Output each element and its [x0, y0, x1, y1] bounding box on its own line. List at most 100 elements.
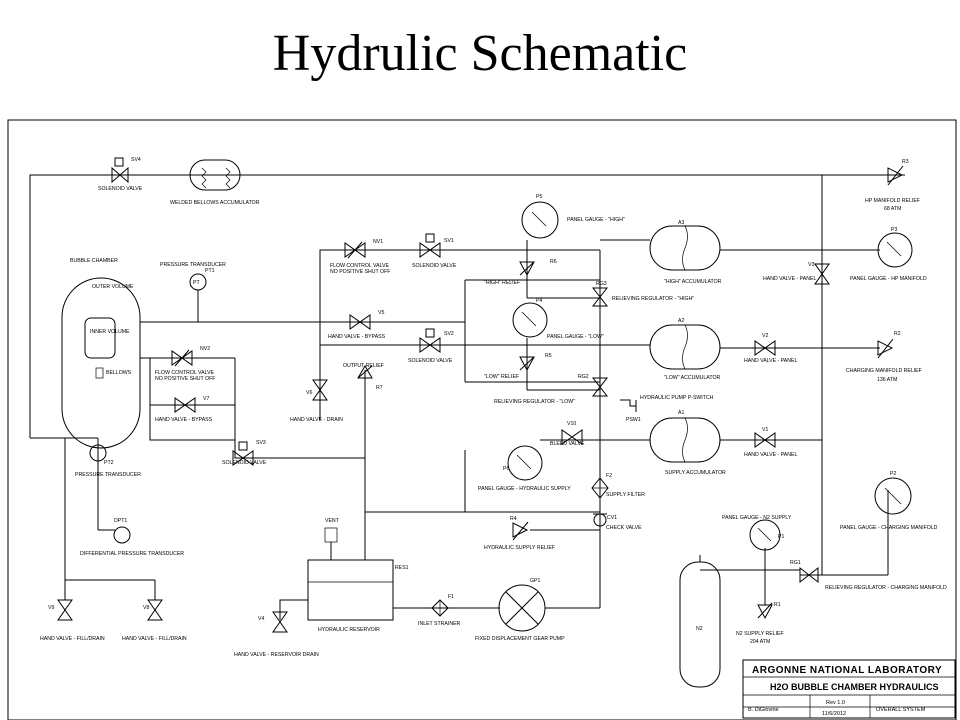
nv2-valve: [171, 349, 193, 367]
label-a1: A1: [678, 410, 684, 416]
label-r4-desc: HYDRAULIC SUPPLY RELIEF: [484, 545, 555, 551]
a3-accumulator: [649, 225, 721, 271]
label-bellows-acc: WELDED BELLOWS ACCUMULATOR: [170, 200, 260, 206]
r3-relief: [887, 165, 904, 186]
v7-valve: [174, 397, 196, 413]
label-sv3: SV3: [256, 440, 266, 446]
sv2-valve: [419, 328, 441, 353]
label-v1: V1: [762, 427, 768, 433]
label-outer-volume: OUTER VOLUME: [92, 284, 134, 290]
a1-accumulator: [649, 417, 721, 463]
label-res1: RES1: [395, 565, 409, 571]
v9-valve: [57, 599, 73, 621]
drawing-border: [7, 119, 957, 720]
r5-relief: [519, 356, 535, 372]
v6-valve: [312, 379, 328, 401]
label-rg1: RG1: [790, 560, 801, 566]
label-low-relief: "LOW" RELIEF: [484, 374, 519, 380]
slide-title: Hydrulic Schematic: [272, 25, 688, 82]
r1-relief: [757, 602, 773, 620]
r2-relief: [877, 338, 894, 359]
r4-relief: [512, 521, 529, 541]
label-vent: VENT: [325, 518, 340, 524]
label-v2-desc: HAND VALVE - PANEL: [744, 358, 797, 364]
sv1-valve: [419, 233, 441, 258]
label-p3: P3: [891, 227, 897, 233]
label-f1: F1: [448, 594, 454, 600]
label-bellows: BELLOWS: [106, 370, 132, 376]
f1-strainer: [431, 599, 449, 617]
label-dpt1: DPT1: [114, 518, 127, 524]
label-res-desc: HYDRAULIC RESERVOIR: [318, 627, 380, 633]
label-p1-desc: PANEL GAUGE - N2 SUPPLY: [722, 515, 792, 521]
p5-gauge: [521, 201, 559, 239]
label-a2: A2: [678, 318, 684, 324]
label-r6: R6: [550, 259, 557, 265]
p2-gauge: [874, 477, 912, 515]
label-a2-desc: "LOW" ACCUMULATOR: [664, 375, 720, 381]
label-sv4-desc: SOLENOID VALVE: [98, 186, 143, 192]
label-v4: V4: [258, 616, 264, 622]
label-v8: V8: [143, 605, 149, 611]
label-p3-desc: PANEL GAUGE - HP MANIFOLD: [850, 276, 927, 282]
label-v4-desc: HAND VALVE - RESERVOIR DRAIN: [234, 652, 319, 658]
n2-cylinder: [679, 555, 721, 688]
label-v1-desc: HAND VALVE - PANEL: [744, 452, 797, 458]
label-r2: R2: [894, 331, 901, 337]
label-psw1-desc: HYDRAULIC PUMP P-SWITCH: [640, 395, 714, 401]
label-a3-desc: "HIGH" ACCUMULATOR: [664, 279, 722, 285]
label-v6-desc: HAND VALVE - DRAIN: [290, 417, 343, 423]
label-rg1-desc: RELIEVING REGULATOR - CHARGING MANIFOLD: [825, 585, 947, 591]
label-nv1-desc1: FLOW CONTROL VALVE: [330, 263, 390, 269]
pt2-gauge: [89, 444, 107, 462]
label-r3: R3: [902, 159, 909, 165]
hydraulic-reservoir: [307, 527, 394, 621]
label-p6-desc: PANEL GAUGE - HYDRAULIC SUPPLY: [478, 486, 571, 492]
label-gp1: GP1: [530, 578, 540, 584]
v2-valve: [754, 340, 776, 356]
tb-rev: Rev 1.0: [826, 700, 845, 706]
label-v10: V10: [567, 421, 576, 427]
bellows-accumulator: [189, 159, 241, 191]
label-r2-desc2: 136 ATM: [877, 377, 897, 383]
label-r1: R1: [774, 602, 781, 608]
label-v8-desc: HAND VALVE - FILL/DRAIN: [122, 636, 187, 642]
label-p2: P2: [890, 471, 896, 477]
label-p4-desc: PANEL GAUGE - "LOW": [547, 334, 604, 340]
label-rg2-desc: RELIEVING REGULATOR - "LOW": [494, 399, 575, 405]
v10-valve: [561, 429, 583, 445]
v5-valve: [349, 314, 371, 330]
f2-filter: [591, 477, 609, 499]
label-sv2: SV2: [444, 331, 454, 337]
v4-valve: [272, 611, 288, 633]
label-sv1-desc: SOLENOID VALVE: [412, 263, 457, 269]
rg3-regulator: [591, 287, 609, 307]
label-r2-desc1: CHARGING MANIFOLD RELIEF: [846, 368, 922, 374]
label-r5: R5: [545, 353, 552, 359]
tb-drawing: H2O BUBBLE CHAMBER HYDRAULICS: [770, 682, 939, 692]
label-v6: V6: [306, 390, 312, 396]
label-nv1-desc2: NO POSITIVE SHUT OFF: [330, 269, 390, 275]
sv3-valve: [232, 441, 254, 466]
dpt1-gauge: [113, 526, 131, 544]
r6-relief: [519, 261, 535, 277]
label-rg3-desc: RELIEVING REGULATOR - "HIGH": [612, 296, 694, 302]
r7-relief: [357, 365, 373, 379]
label-cv1-desc: CHECK VALVE: [606, 525, 642, 531]
p3-gauge: [877, 232, 913, 268]
label-sv2-desc: SOLENOID VALVE: [408, 358, 453, 364]
label-rg2: RG2: [578, 374, 589, 380]
p4-gauge: [512, 302, 548, 338]
label-p4: P4: [536, 298, 542, 304]
tb-sheet: OVERALL SYSTEM: [876, 707, 926, 713]
label-bubble-chamber: BUBBLE CHAMBER: [70, 258, 118, 264]
tb-org: ARGONNE NATIONAL LABORATORY: [752, 665, 942, 676]
label-v2: V2: [762, 333, 768, 339]
pt1-gauge: [189, 273, 207, 291]
label-pt2-title: PRESSURE TRANSDUCER: [75, 472, 141, 478]
label-r3-desc2: 68 ATM: [884, 206, 902, 212]
label-sv1: SV1: [444, 238, 454, 244]
gp1-gear-pump: [498, 584, 546, 632]
tb-author: B. DiGiovine: [748, 707, 779, 713]
